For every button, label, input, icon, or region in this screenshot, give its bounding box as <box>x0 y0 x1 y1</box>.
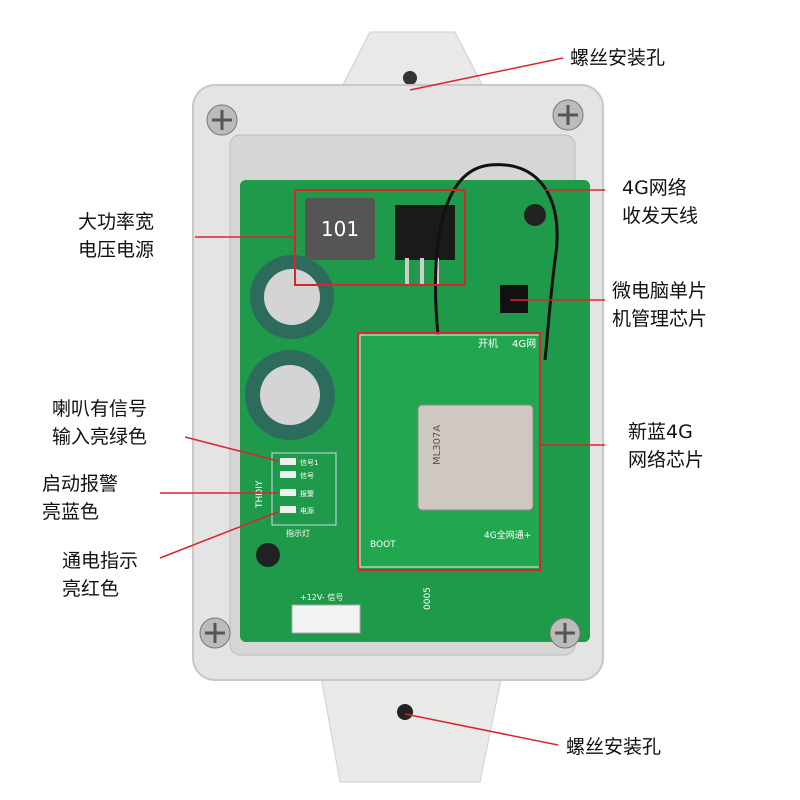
callout-mcu-line2: 机管理芯片 <box>612 308 708 330</box>
callout-top-mount-hole: 螺丝安装孔 <box>570 47 666 69</box>
callout-power-supply-line1: 大功率宽 <box>78 211 155 233</box>
callout-power-supply: 大功率宽电压电源 <box>78 208 154 264</box>
callout-power-led-line1: 通电指示 <box>62 550 139 572</box>
serial-label: 0005 <box>423 587 433 610</box>
screw-icon <box>549 617 581 649</box>
callout-speaker-led: 喇叭有信号输入亮绿色 <box>52 395 147 451</box>
callout-mcu: 微电脑单片机管理芯片 <box>612 277 707 333</box>
led-signal1-label: 信号1 <box>300 458 318 467</box>
brand-label: THDIY <box>255 480 265 509</box>
callout-network-chip-line1: 新蓝4G <box>628 421 693 443</box>
callout-speaker-led-line1: 喇叭有信号 <box>52 398 148 420</box>
top-mount-hole <box>403 71 417 85</box>
terminal-block <box>291 604 361 634</box>
callout-speaker-led-line2: 输入亮绿色 <box>52 426 148 448</box>
led-power <box>280 506 296 513</box>
callout-mcu-line1: 微电脑单片 <box>612 280 708 302</box>
led-signal-1 <box>280 458 296 465</box>
callout-network-chip-line2: 网络芯片 <box>628 449 705 471</box>
net-4g-label: 4G网 <box>512 338 536 350</box>
callout-bottom-mount-hole: 螺丝安装孔 <box>566 736 662 758</box>
inductor-label: 101 <box>321 217 359 241</box>
callout-antenna: 4G网络收发天线 <box>622 174 698 230</box>
module-label: ML307A <box>432 425 443 465</box>
callout-antenna-line1: 4G网络 <box>622 177 687 199</box>
callout-power-supply-line2: 电压电源 <box>78 239 155 261</box>
inductor <box>305 198 375 260</box>
network-chip-highlight <box>357 332 541 571</box>
voltage-regulator <box>395 205 455 260</box>
led-power-label: 电源 <box>300 506 314 515</box>
indicator-label: 指示灯 <box>286 528 310 538</box>
led-signal <box>280 471 296 478</box>
callout-antenna-line2: 收发天线 <box>622 205 699 227</box>
callout-lines <box>159 57 605 746</box>
led-signal-label: 信号 <box>300 471 314 480</box>
screw-icon <box>199 617 231 649</box>
callout-alarm-led-line1: 启动报警 <box>42 473 119 495</box>
bottom-mount-hole <box>397 704 413 720</box>
mcu-chip <box>500 285 528 313</box>
terminal-label: +12V- 信号 <box>300 592 343 602</box>
callout-network-chip: 新蓝4G 网络芯片 <box>628 418 704 474</box>
power-on-label: 开机 <box>478 337 498 350</box>
antenna-wire <box>434 163 559 361</box>
callout-power-led-line2: 亮红色 <box>62 578 120 600</box>
ml307a-module <box>417 404 534 511</box>
screw-icon <box>206 104 238 136</box>
screw-icon <box>552 99 584 131</box>
boot-label: BOOT <box>370 540 396 550</box>
full-net-label: 4G全网通+ <box>484 529 531 541</box>
callout-power-led: 通电指示亮红色 <box>62 547 138 603</box>
led-alarm <box>280 489 296 496</box>
callout-alarm-led: 启动报警亮蓝色 <box>42 470 118 526</box>
callout-alarm-led-line2: 亮蓝色 <box>42 501 100 523</box>
led-alarm-label: 报警 <box>300 489 314 498</box>
